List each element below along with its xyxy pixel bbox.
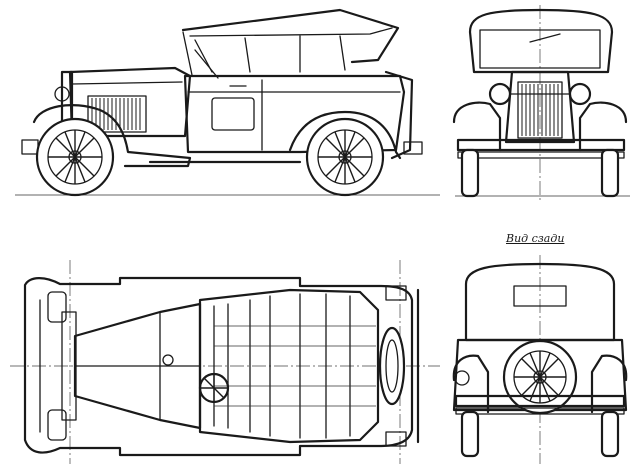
rear-bumper-lower: [455, 407, 625, 415]
front-tire-right: [600, 148, 620, 198]
rear-top: [464, 262, 616, 342]
front-fender-right: [578, 101, 628, 152]
front-view: [452, 5, 630, 200]
top-view: [10, 260, 440, 464]
rear-fender-right: [590, 354, 628, 414]
front-wheel-side: [35, 117, 115, 197]
front-bumper: [456, 138, 626, 152]
folded-top: [181, 8, 400, 64]
front-bumper-lower: [457, 151, 625, 159]
front-bumper-side: [21, 139, 39, 155]
spare-wheel-side: [384, 70, 414, 160]
top-struts: [194, 35, 346, 73]
side-view: [15, 8, 440, 197]
front-wheel-top-right: [47, 409, 67, 441]
radiator-grille: [517, 81, 563, 139]
hood-line: [71, 81, 183, 85]
rear-view: [452, 255, 628, 464]
radiator-top: [61, 311, 77, 421]
tail-lamp: [454, 370, 470, 386]
front-fender-left: [452, 101, 502, 152]
windshield-frame: [182, 31, 193, 76]
wiper: [529, 33, 561, 43]
door-panel: [211, 97, 255, 131]
rear-body: [452, 338, 628, 412]
top-slats: [213, 293, 376, 439]
rear-lamp-left: [385, 285, 407, 301]
rear-window: [513, 285, 567, 307]
rear-view-label: Вид сзади: [506, 232, 565, 245]
rear-bumper-side: [403, 141, 423, 155]
headlight-right: [568, 82, 592, 106]
rear-fender-left: [452, 354, 490, 414]
top-bow: [189, 27, 393, 37]
headlight-left: [488, 82, 512, 106]
steering-wheel: [198, 372, 230, 404]
rear-lamp-right: [385, 431, 407, 447]
rear-fender: [288, 110, 402, 160]
radiator-front: [504, 70, 576, 144]
rear-tire-right: [600, 410, 620, 458]
spare-wheel-top: [378, 326, 406, 406]
front-fender: [32, 104, 192, 168]
filler-cap: [162, 354, 174, 366]
rear-bumper: [454, 394, 626, 408]
windshield-brace: [194, 49, 219, 79]
front-wheel-top-left: [47, 291, 67, 323]
rear-wheel-side: [305, 117, 385, 197]
windshield-front: [479, 29, 601, 69]
rear-tire-left: [460, 410, 480, 458]
top-body-outline: [23, 276, 414, 457]
rear-spare-wheel: [502, 339, 578, 415]
headlight-side: [54, 86, 70, 102]
top-passenger-tub: [198, 288, 380, 444]
front-top: [468, 8, 614, 74]
front-tire-left: [460, 148, 480, 198]
